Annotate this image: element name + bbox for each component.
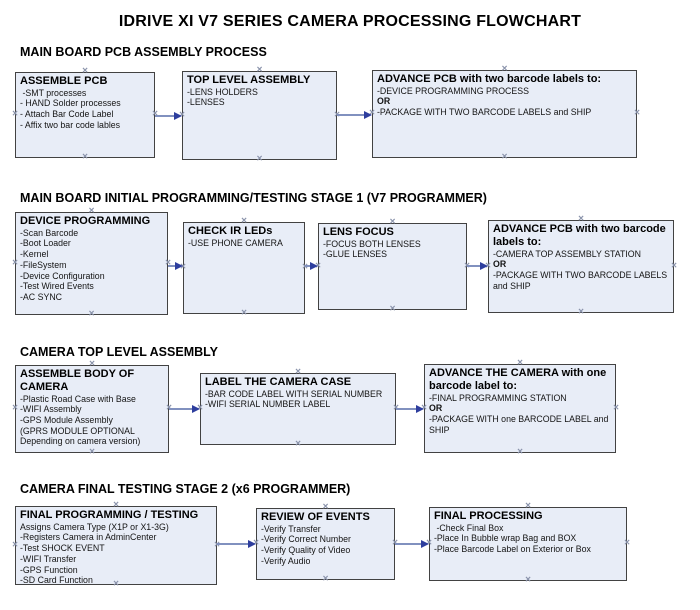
box-text-line: -Test SHOCK EVENT: [20, 543, 105, 554]
box-text-line: -GPS Module Assembly: [20, 414, 113, 425]
connector-line: [168, 265, 181, 267]
process-box: ADVANCE PCB with two barcode labels to:-…: [372, 70, 637, 158]
box-text-line: -CAMERA TOP ASSEMBLY STATION: [493, 248, 641, 259]
box-text-line: - HAND Solder processes: [20, 98, 121, 109]
arrow-head-icon: [416, 404, 424, 413]
arrow-head-icon: [175, 261, 183, 270]
box-title: ASSEMBLE PCB: [20, 75, 108, 87]
box-text-line: -BAR CODE LABEL WITH SERIAL NUMBER: [205, 388, 383, 399]
box-text-line: -Verify Quality of Video: [261, 545, 351, 556]
process-box: CHECK IR LEDs-USE PHONE CAMERA: [183, 222, 305, 314]
box-title: REVIEW OF EVENTS: [261, 511, 370, 523]
box-text-line: -Check Final Box: [434, 522, 504, 533]
box-text-line: - Affix two bar code lables: [20, 119, 121, 130]
section-heading-pcb-assembly: MAIN BOARD PCB ASSEMBLY PROCESS: [20, 45, 267, 59]
connector-line: [396, 408, 422, 410]
box-text-line: -Place In Bubble wrap Bag and BOX: [434, 533, 577, 544]
process-box: ADVANCE THE CAMERA with one barcode labe…: [424, 364, 616, 453]
process-box: DEVICE PROGRAMMING-Scan Barcode-Boot Loa…: [15, 212, 168, 315]
connector-line: [395, 543, 427, 545]
process-box: LABEL THE CAMERA CASE-BAR CODE LABEL WIT…: [200, 373, 396, 445]
box-title: CHECK IR LEDs: [188, 225, 273, 237]
connector-line: [217, 543, 254, 545]
box-text-line: -DEVICE PROGRAMMING PROCESS: [377, 85, 530, 96]
box-text-line: -LENS HOLDERS: [187, 86, 258, 97]
box-title: ADVANCE PCB with two barcode labels to:: [493, 223, 666, 248]
box-text-line: -Place Barcode Label on Exterior or Box: [434, 544, 591, 555]
box-text-line: -LENSES: [187, 97, 225, 108]
box-text-line: -Device Configuration: [20, 270, 105, 281]
box-text-line: OR: [377, 96, 391, 107]
box-text-line: -FileSystem: [20, 259, 67, 270]
section-heading-initial-programming: MAIN BOARD INITIAL PROGRAMMING/TESTING S…: [20, 191, 487, 205]
box-text-line: -Registers Camera in AdminCenter: [20, 532, 157, 543]
arrow-head-icon: [364, 110, 372, 119]
box-text-line: -Verify Transfer: [261, 523, 321, 534]
box-text-line: -Boot Loader: [20, 238, 71, 249]
box-text-line: -WIFI SERIAL NUMBER LABEL: [205, 399, 331, 410]
box-title: LABEL THE CAMERA CASE: [205, 376, 352, 388]
box-text-line: -WIFI Assembly: [20, 404, 82, 415]
box-title: ASSEMBLE BODY OF CAMERA: [20, 368, 135, 393]
connector-line: [337, 114, 370, 116]
box-text-line: (GPRS MODULE OPTIONAL Depending on camer…: [20, 425, 141, 447]
box-text-line: -FINAL PROGRAMMING STATION: [429, 392, 567, 403]
box-text-line: -PACKAGE WITH TWO BARCODE LABELS and SHI…: [493, 269, 670, 291]
process-box: ADVANCE PCB with two barcode labels to:-…: [488, 220, 674, 313]
section-heading-top-level-assembly: CAMERA TOP LEVEL ASSEMBLY: [20, 345, 218, 359]
box-title: ADVANCE PCB with two barcode labels to:: [377, 73, 602, 85]
box-text-line: -Test Wired Events: [20, 281, 94, 292]
box-title: FINAL PROGRAMMING / TESTING: [20, 509, 199, 521]
section-heading-final-testing: CAMERA FINAL TESTING STAGE 2 (x6 PROGRAM…: [20, 482, 351, 496]
process-box: ASSEMBLE PCB -SMT processes- HAND Solder…: [15, 72, 155, 158]
box-title: LENS FOCUS: [323, 226, 394, 238]
box-text-line: -GLUE LENSES: [323, 249, 388, 260]
box-text-line: -Scan Barcode: [20, 227, 79, 238]
process-box: ASSEMBLE BODY OF CAMERA-Plastic Road Cas…: [15, 365, 169, 453]
box-title: FINAL PROCESSING: [434, 510, 543, 522]
box-text-line: -PACKAGE WITH one BARCODE LABEL and SHIP: [429, 413, 611, 435]
process-box: FINAL PROCESSING -Check Final Box-Place …: [429, 507, 627, 581]
box-text-line: -AC SYNC: [20, 292, 63, 303]
arrow-head-icon: [248, 539, 256, 548]
box-text-line: -PACKAGE WITH TWO BARCODE LABELS and SHI…: [377, 107, 592, 118]
arrow-head-icon: [192, 404, 200, 413]
box-text-line: -WIFI Transfer: [20, 553, 77, 564]
box-text-line: OR: [493, 259, 507, 270]
box-text-line: OR: [429, 403, 443, 414]
box-text-line: -SD Card Function: [20, 575, 93, 586]
box-text-line: -GPS Function: [20, 564, 78, 575]
box-text-line: Assigns Camera Type (X1P or X1-3G): [20, 521, 169, 532]
box-text-line: -USE PHONE CAMERA: [188, 237, 283, 248]
box-text-line: -Verify Audio: [261, 555, 311, 566]
box-text-line: -Plastic Road Case with Base: [20, 393, 136, 404]
box-title: ADVANCE THE CAMERA with one barcode labe…: [429, 367, 607, 392]
connector-line: [467, 265, 486, 267]
process-box: LENS FOCUS-FOCUS BOTH LENSES-GLUE LENSES: [318, 223, 467, 310]
box-text-line: - Attach Bar Code Label: [20, 109, 114, 120]
process-box: TOP LEVEL ASSEMBLY-LENS HOLDERS-LENSES: [182, 71, 337, 160]
arrow-head-icon: [421, 539, 429, 548]
box-text-line: -FOCUS BOTH LENSES: [323, 238, 421, 249]
box-text-line: -SMT processes: [20, 87, 87, 98]
connector-line: [155, 115, 180, 117]
box-text-line: -Verify Correct Number: [261, 534, 351, 545]
process-box: REVIEW OF EVENTS-Verify Transfer-Verify …: [256, 508, 395, 580]
connector-line: [169, 408, 198, 410]
page-title: IDRIVE XI V7 SERIES CAMERA PROCESSING FL…: [118, 13, 582, 30]
box-title: DEVICE PROGRAMMING: [20, 215, 151, 227]
arrow-head-icon: [310, 261, 318, 270]
box-title: TOP LEVEL ASSEMBLY: [187, 74, 311, 86]
arrow-head-icon: [174, 111, 182, 120]
box-text-line: -Kernel: [20, 249, 49, 260]
arrow-head-icon: [480, 261, 488, 270]
